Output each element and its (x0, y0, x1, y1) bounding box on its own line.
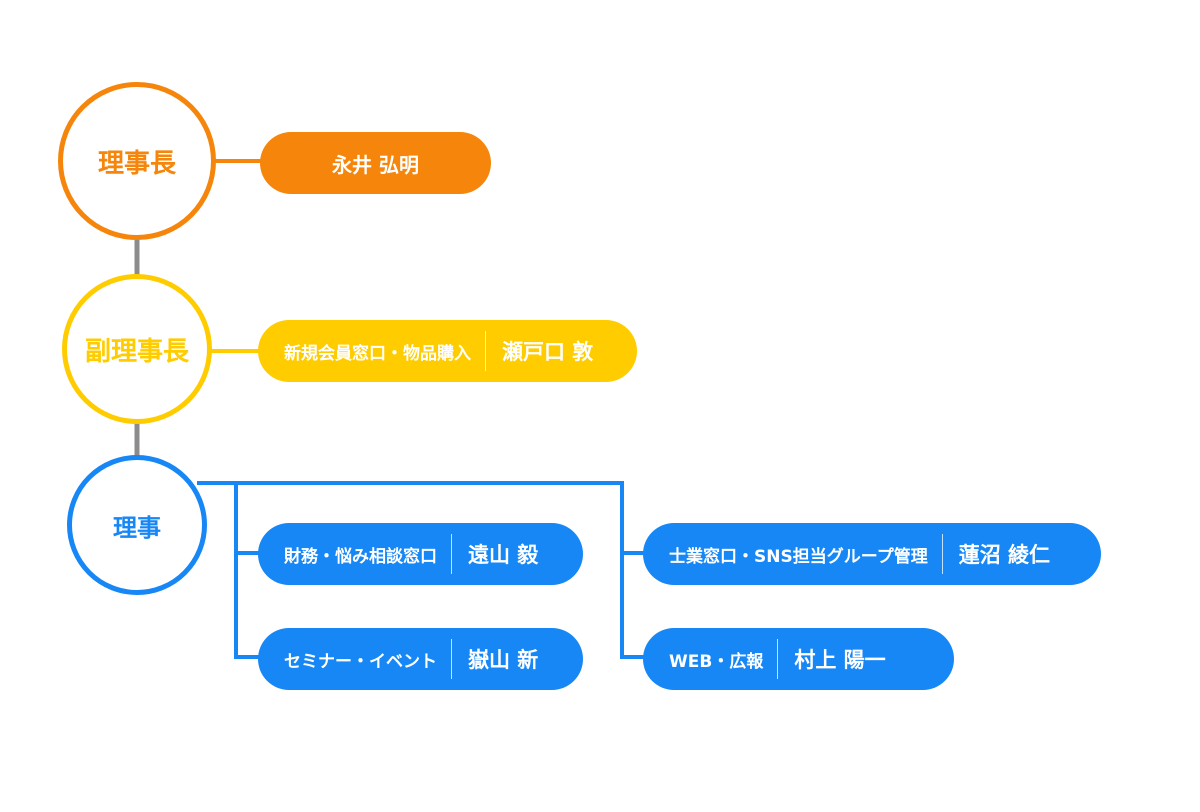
connector-director-right-lower (620, 553, 645, 659)
connector-director-left-lower (234, 553, 262, 659)
director-pill-web: WEB・広報 村上 陽一 (643, 628, 954, 690)
director-name: 村上 陽一 (794, 648, 886, 672)
vice-chairman-role-label: 副理事長 (84, 336, 189, 367)
pill-divider (451, 639, 452, 679)
director-duty: WEB・広報 (669, 651, 764, 672)
vice-chairman-name: 瀬戸口 敦 (502, 340, 594, 364)
director-name: 嶽山 新 (468, 648, 539, 672)
vice-chairman-pill: 新規会員窓口・物品購入 瀬戸口 敦 (258, 320, 637, 382)
vice-chairman-duty: 新規会員窓口・物品購入 (284, 343, 471, 364)
director-pill-professional: 士業窓口・SNS担当グループ管理 蓮沼 綾仁 (643, 523, 1101, 585)
director-name: 遠山 毅 (468, 543, 539, 567)
chairman-pill: 永井 弘明 (260, 132, 491, 194)
pill-divider (451, 534, 452, 574)
pill-divider (485, 331, 486, 371)
director-name: 蓮沼 綾仁 (958, 543, 1051, 567)
pill-divider (941, 534, 943, 574)
director-duty: 士業窓口・SNS担当グループ管理 (669, 546, 928, 567)
director-role-label: 理事 (113, 513, 161, 542)
director-duty: セミナー・イベント (284, 651, 437, 672)
connector-director-top (197, 481, 645, 555)
director-pill-finance: 財務・悩み相談窓口 遠山 毅 (258, 523, 583, 585)
chairman-role-circle: 理事長 (58, 82, 216, 240)
chairman-name: 永井 弘明 (332, 152, 419, 177)
chairman-role-label: 理事長 (97, 148, 176, 179)
director-duty: 財務・悩み相談窓口 (284, 546, 437, 567)
director-pill-seminar: セミナー・イベント 嶽山 新 (258, 628, 583, 690)
pill-divider (777, 639, 779, 679)
vice-chairman-role-circle: 副理事長 (62, 274, 212, 424)
director-role-circle: 理事 (67, 455, 207, 595)
